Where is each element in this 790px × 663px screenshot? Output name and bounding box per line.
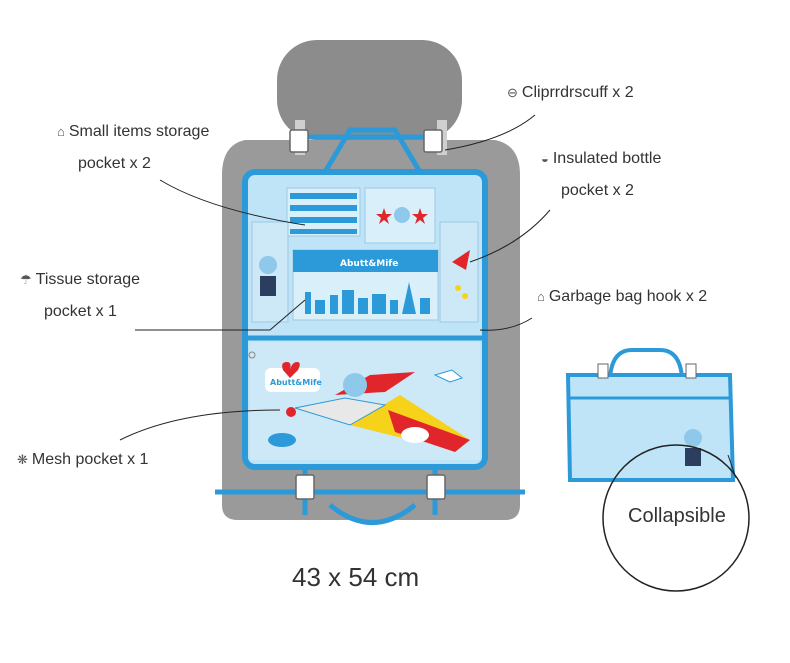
building (315, 300, 325, 314)
label-small-items-2: pocket x 2 (78, 149, 151, 179)
collapsed-bag (565, 348, 750, 592)
small-plane-icon (433, 369, 464, 383)
star-icon (455, 285, 461, 291)
label-mesh-text: Mesh pocket x 1 (31, 451, 149, 468)
ufo-icon (268, 433, 296, 447)
propeller-icon (286, 407, 296, 417)
organizer-panel: Abutt&Mife Abutt&Mife (242, 169, 488, 470)
cloud-icon (401, 427, 429, 443)
bear-icon (259, 256, 277, 274)
front-pocket-brand: Abutt&Mife (340, 259, 398, 269)
stripe (290, 217, 357, 223)
callout-pointer (727, 454, 737, 479)
hook-icon (248, 351, 256, 359)
label-bottle-2: pocket x 2 (561, 176, 634, 206)
bottom-handle (328, 503, 417, 525)
bottle-pocket-right (439, 221, 479, 323)
airplane-icon (294, 397, 387, 426)
building (330, 295, 338, 314)
building (342, 290, 354, 314)
collapsible-text: Collapsible (628, 505, 726, 527)
label-bottle-line2: pocket x 2 (561, 182, 634, 199)
tissue-pocket-band (293, 250, 438, 272)
pointer-bottle (469, 209, 551, 263)
bear-icon (684, 429, 702, 447)
building (358, 298, 368, 314)
bag-handle (608, 348, 684, 379)
label-tissue-2: pocket x 1 (44, 297, 117, 327)
tower-icon (402, 282, 416, 314)
label-cupholder: ⊖Cliprrdrscuff x 2 (507, 78, 634, 108)
building (305, 292, 311, 314)
label-tissue-line1: Tissue storage (35, 271, 140, 288)
bear-pilot-icon (343, 373, 367, 397)
label-small-items-line2: pocket x 2 (78, 155, 151, 172)
buckles (289, 129, 446, 500)
pointer-lines (119, 114, 551, 441)
buckle-bottom-left (295, 474, 315, 500)
label-bottle-line1: Insulated bottle (552, 150, 662, 167)
mesh-badge (265, 368, 320, 392)
light-beam (350, 395, 470, 440)
stripe (290, 193, 357, 199)
label-small-items-line1: Small items storage (68, 123, 210, 140)
pointer-mesh (119, 409, 281, 441)
pointer-small-items (159, 179, 306, 226)
buckle-top-right (423, 129, 443, 153)
city-skyline (305, 282, 430, 314)
basket-icon: ⌂ (57, 124, 65, 139)
bag-body (565, 373, 736, 482)
buckle-bottom-right (426, 474, 446, 500)
label-tissue: ☂Tissue storage (20, 265, 140, 295)
stripes (290, 193, 357, 234)
headrest (277, 40, 462, 140)
bear-face-icon (394, 207, 410, 223)
stripe (290, 229, 357, 234)
handle-strap (322, 127, 423, 174)
light-beam-red (388, 410, 470, 452)
pointer-garbage (479, 317, 533, 331)
bag-buckle-left (597, 363, 609, 379)
building (390, 300, 398, 314)
label-tissue-line2: pocket x 1 (44, 303, 117, 320)
basket-icon: ⌂ (537, 289, 545, 304)
label-mesh: ❋Mesh pocket x 1 (17, 445, 148, 475)
rocket-icon (452, 250, 470, 270)
bowl-icon: ◒ (541, 151, 549, 166)
label-cupholder-text: Cliprrdrscuff x 2 (521, 84, 634, 101)
dimensions-text: 43 x 54 cm (292, 562, 420, 592)
label-small-items: ⌂Small items storage (57, 117, 209, 147)
star-icon (462, 293, 468, 299)
umbrella-icon: ☂ (20, 272, 32, 287)
label-bottle: ◒Insulated bottle (541, 144, 661, 174)
heart-icon (282, 362, 300, 378)
label-garbage-text: Garbage bag hook x 2 (548, 288, 708, 305)
building (372, 294, 386, 314)
bear-body (260, 276, 276, 296)
bucket-icon: ⊖ (507, 85, 518, 100)
bear-body (685, 448, 701, 466)
star-icon (412, 208, 428, 224)
collapsible-callout-circle (602, 444, 750, 592)
mesh-badge-brand: Abutt&Mife (270, 378, 322, 387)
star-icon (376, 208, 392, 224)
label-garbage: ⌂Garbage bag hook x 2 (537, 282, 707, 312)
building (420, 298, 430, 314)
snowflake-icon: ❋ (17, 452, 28, 467)
buckle-top-left (289, 129, 309, 153)
stripe (290, 205, 357, 211)
pointer-tissue (135, 299, 306, 331)
bag-buckle-right (685, 363, 697, 379)
pointer-cupholder (444, 114, 536, 151)
